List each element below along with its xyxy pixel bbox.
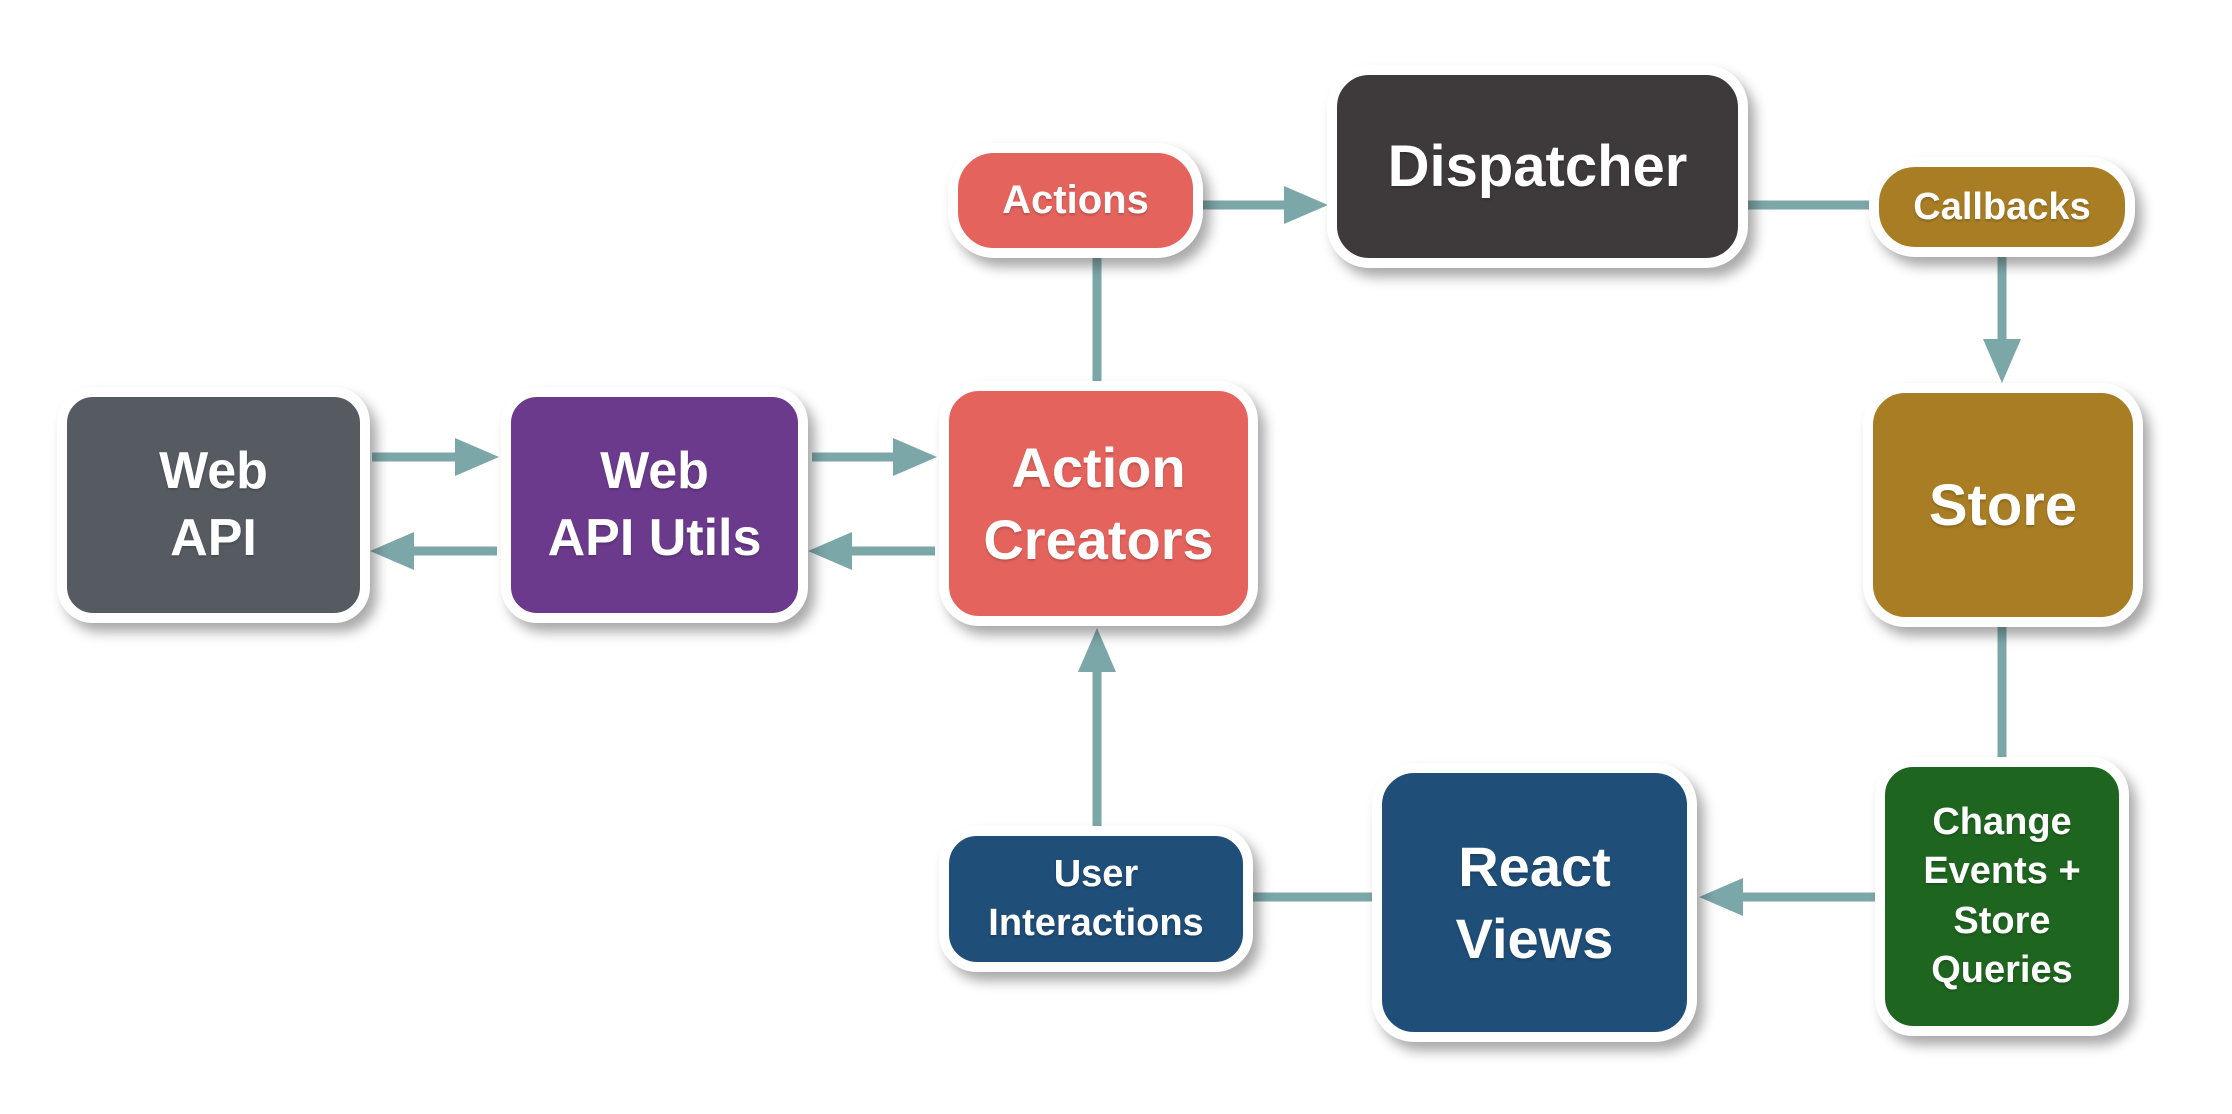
node-action-creators-label: Action Creators <box>983 435 1214 571</box>
node-react-views: React Views <box>1372 763 1697 1042</box>
node-actions: Actions <box>948 143 1203 258</box>
node-user-interactions-label: User Interactions <box>988 852 1204 944</box>
node-web-api-label: Web API <box>159 442 268 567</box>
arrowhead-actions-to-dispatcher <box>1284 186 1328 224</box>
node-web-api-utils-label: Web API Utils <box>547 442 762 567</box>
node-web-api-utils: Web API Utils <box>501 387 808 623</box>
arrowhead-change-events-to-react-views <box>1699 878 1743 916</box>
node-callbacks-label: Callbacks <box>1913 185 2091 228</box>
arrowhead-callbacks-to-store <box>1983 339 2021 383</box>
arrowhead-web-api-to-web-api-utils <box>455 438 499 476</box>
arrowhead-web-api-utils-to-action-creators <box>893 438 937 476</box>
arrowhead-web-api-utils-to-web-api <box>370 532 414 570</box>
node-web-api: Web API <box>57 387 370 623</box>
node-action-creators: Action Creators <box>939 381 1258 626</box>
node-react-views-label: React Views <box>1455 834 1614 970</box>
node-store: Store <box>1863 383 2143 627</box>
node-actions-label: Actions <box>1002 178 1149 222</box>
node-user-interactions: User Interactions <box>939 826 1253 972</box>
node-dispatcher-label: Dispatcher <box>1387 134 1688 199</box>
node-change-events-store-queries-label: Change Events + Store Queries <box>1923 800 2081 991</box>
arrowhead-user-interactions-to-action-creators <box>1078 628 1116 672</box>
node-dispatcher: Dispatcher <box>1327 65 1748 268</box>
node-change-events-store-queries: Change Events + Store Queries <box>1875 757 2129 1036</box>
node-store-label: Store <box>1928 472 2078 538</box>
arrowhead-action-creators-to-web-api-utils <box>808 532 852 570</box>
node-callbacks: Callbacks <box>1869 157 2135 257</box>
